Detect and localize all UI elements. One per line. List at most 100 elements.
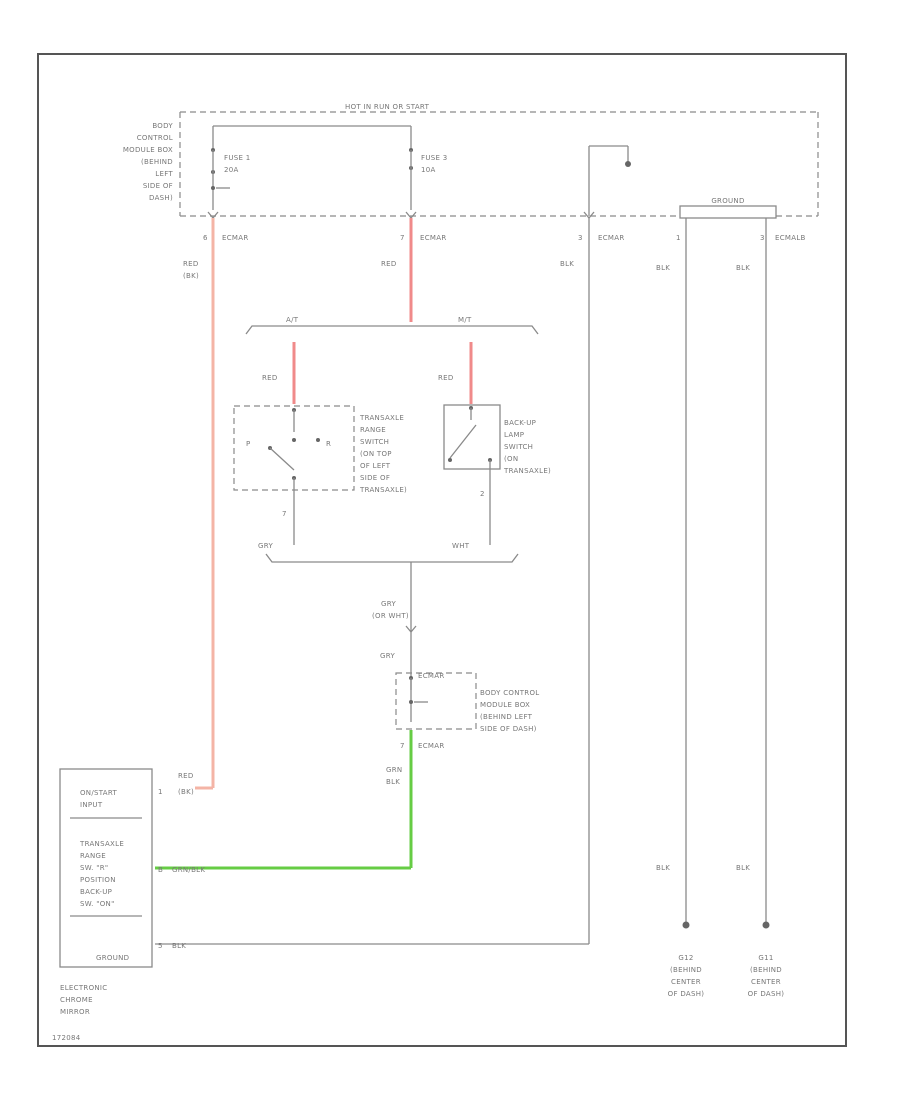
svg-text:BLK: BLK: [386, 778, 400, 786]
svg-text:OF DASH): OF DASH): [748, 990, 785, 998]
svg-text:G12: G12: [678, 954, 693, 962]
transaxle-switch-label: TRANSAXLE RANGE SWITCH (ON TOP OF LEFT S…: [359, 414, 407, 494]
svg-text:R: R: [326, 440, 331, 448]
ground-splice-box: GROUND: [679, 197, 777, 219]
svg-text:RED: RED: [262, 374, 278, 382]
svg-text:BODY CONTROL: BODY CONTROL: [480, 689, 539, 697]
svg-text:(OR WHT): (OR WHT): [372, 612, 409, 620]
svg-text:G11: G11: [758, 954, 773, 962]
svg-text:ECMAR: ECMAR: [598, 234, 625, 242]
svg-text:TRANSAXLE: TRANSAXLE: [359, 414, 404, 422]
svg-text:(BEHIND: (BEHIND: [141, 158, 173, 166]
svg-text:POSITION: POSITION: [80, 876, 116, 884]
fuse-1: FUSE 1 20A: [211, 126, 251, 210]
svg-text:ELECTRONIC: ELECTRONIC: [60, 984, 107, 992]
svg-text:LEFT: LEFT: [155, 170, 173, 178]
electronic-chrome-mirror: ON/START INPUT TRANSAXLE RANGE SW. "R" P…: [59, 768, 153, 968]
svg-text:7: 7: [400, 234, 405, 242]
backup-switch-label: BACK-UP LAMP SWITCH (ON TRANSAXLE): [503, 419, 551, 475]
transaxle-range-switch: P R: [233, 405, 355, 491]
svg-text:BLK: BLK: [736, 864, 750, 872]
svg-text:MODULE BOX: MODULE BOX: [480, 701, 530, 709]
svg-text:1: 1: [158, 788, 163, 796]
svg-text:A/T: A/T: [286, 316, 299, 324]
ground-g12-icon: [682, 921, 690, 929]
svg-text:SWITCH: SWITCH: [504, 443, 533, 451]
ground-label: GROUND: [711, 197, 744, 205]
svg-text:BODY: BODY: [152, 122, 173, 130]
svg-text:ECMAR: ECMAR: [418, 742, 445, 750]
svg-text:CENTER: CENTER: [751, 978, 781, 986]
svg-text:(BEHIND: (BEHIND: [750, 966, 782, 974]
svg-text:(ON: (ON: [504, 455, 518, 463]
fuse-3: FUSE 3 10A: [409, 126, 448, 210]
svg-text:SIDE OF: SIDE OF: [360, 474, 390, 482]
svg-text:GRN: GRN: [386, 766, 402, 774]
svg-text:RANGE: RANGE: [360, 426, 386, 434]
svg-text:ECMAR: ECMAR: [420, 234, 447, 242]
svg-text:P: P: [246, 440, 251, 448]
svg-text:SW. "R": SW. "R": [80, 864, 108, 872]
bcm-bottom-label: BODY CONTROL MODULE BOX (BEHIND LEFT SID…: [480, 689, 539, 733]
svg-text:ECMAR: ECMAR: [418, 672, 445, 680]
ground-g11-icon: [762, 921, 770, 929]
bcm-ground-tap: [588, 145, 631, 216]
svg-text:FUSE 3: FUSE 3: [421, 154, 448, 162]
svg-text:RANGE: RANGE: [80, 852, 106, 860]
svg-text:M/T: M/T: [458, 316, 472, 324]
svg-text:SWITCH: SWITCH: [360, 438, 389, 446]
figure-number: 172084: [52, 1034, 81, 1042]
svg-text:ECMALB: ECMALB: [775, 234, 806, 242]
svg-text:(BK): (BK): [183, 272, 199, 280]
svg-text:7: 7: [282, 510, 287, 518]
svg-text:(BK): (BK): [178, 788, 194, 796]
svg-text:SIDE OF DASH): SIDE OF DASH): [480, 725, 537, 733]
svg-text:INPUT: INPUT: [80, 801, 103, 809]
svg-text:(ON TOP: (ON TOP: [360, 450, 392, 458]
svg-text:6: 6: [203, 234, 208, 242]
svg-text:SW. "ON": SW. "ON": [80, 900, 115, 908]
svg-text:ECMAR: ECMAR: [222, 234, 249, 242]
svg-text:OF DASH): OF DASH): [668, 990, 705, 998]
svg-text:OF LEFT: OF LEFT: [360, 462, 391, 470]
svg-text:RED: RED: [381, 260, 397, 268]
svg-text:20A: 20A: [224, 166, 239, 174]
svg-text:MODULE BOX: MODULE BOX: [123, 146, 173, 154]
connector-gry: [405, 625, 417, 634]
svg-text:GRY: GRY: [381, 600, 396, 608]
svg-text:WHT: WHT: [452, 542, 470, 550]
svg-text:LAMP: LAMP: [504, 431, 524, 439]
svg-text:(BEHIND LEFT: (BEHIND LEFT: [480, 713, 533, 721]
ground-g11-label: G11 (BEHIND CENTER OF DASH): [748, 954, 785, 998]
svg-text:BACK-UP: BACK-UP: [504, 419, 536, 427]
bcm-top-box: [179, 111, 819, 217]
svg-text:5: 5: [158, 942, 163, 950]
svg-text:BLK: BLK: [172, 942, 186, 950]
svg-text:MIRROR: MIRROR: [60, 1008, 90, 1016]
diagram-frame: [37, 53, 847, 1047]
svg-text:2: 2: [480, 490, 485, 498]
svg-text:ON/START: ON/START: [80, 789, 118, 797]
svg-text:DASH): DASH): [149, 194, 173, 202]
svg-text:BLK: BLK: [656, 864, 670, 872]
branch-at-mt: A/T M/T: [245, 316, 539, 335]
svg-text:1: 1: [676, 234, 681, 242]
svg-text:FUSE 1: FUSE 1: [224, 154, 251, 162]
svg-text:CONTROL: CONTROL: [137, 134, 173, 142]
svg-text:SIDE OF: SIDE OF: [143, 182, 173, 190]
connector-pins-top: [207, 211, 595, 220]
svg-text:BLK: BLK: [736, 264, 750, 272]
svg-text:GRN/BLK: GRN/BLK: [172, 866, 205, 874]
svg-text:7: 7: [400, 742, 405, 750]
merge-bracket: [265, 553, 519, 563]
mirror-name-label: ELECTRONIC CHROME MIRROR: [60, 984, 107, 1016]
svg-text:GRY: GRY: [258, 542, 273, 550]
svg-text:TRANSAXLE): TRANSAXLE): [503, 467, 551, 475]
svg-text:(BEHIND: (BEHIND: [670, 966, 702, 974]
svg-text:BLK: BLK: [560, 260, 574, 268]
svg-text:GRY: GRY: [380, 652, 395, 660]
svg-text:RED: RED: [178, 772, 194, 780]
svg-text:BACK-UP: BACK-UP: [80, 888, 112, 896]
pin-labels-top: 6 ECMAR 7 ECMAR 3 ECMAR 1 3 ECMALB: [203, 234, 806, 242]
